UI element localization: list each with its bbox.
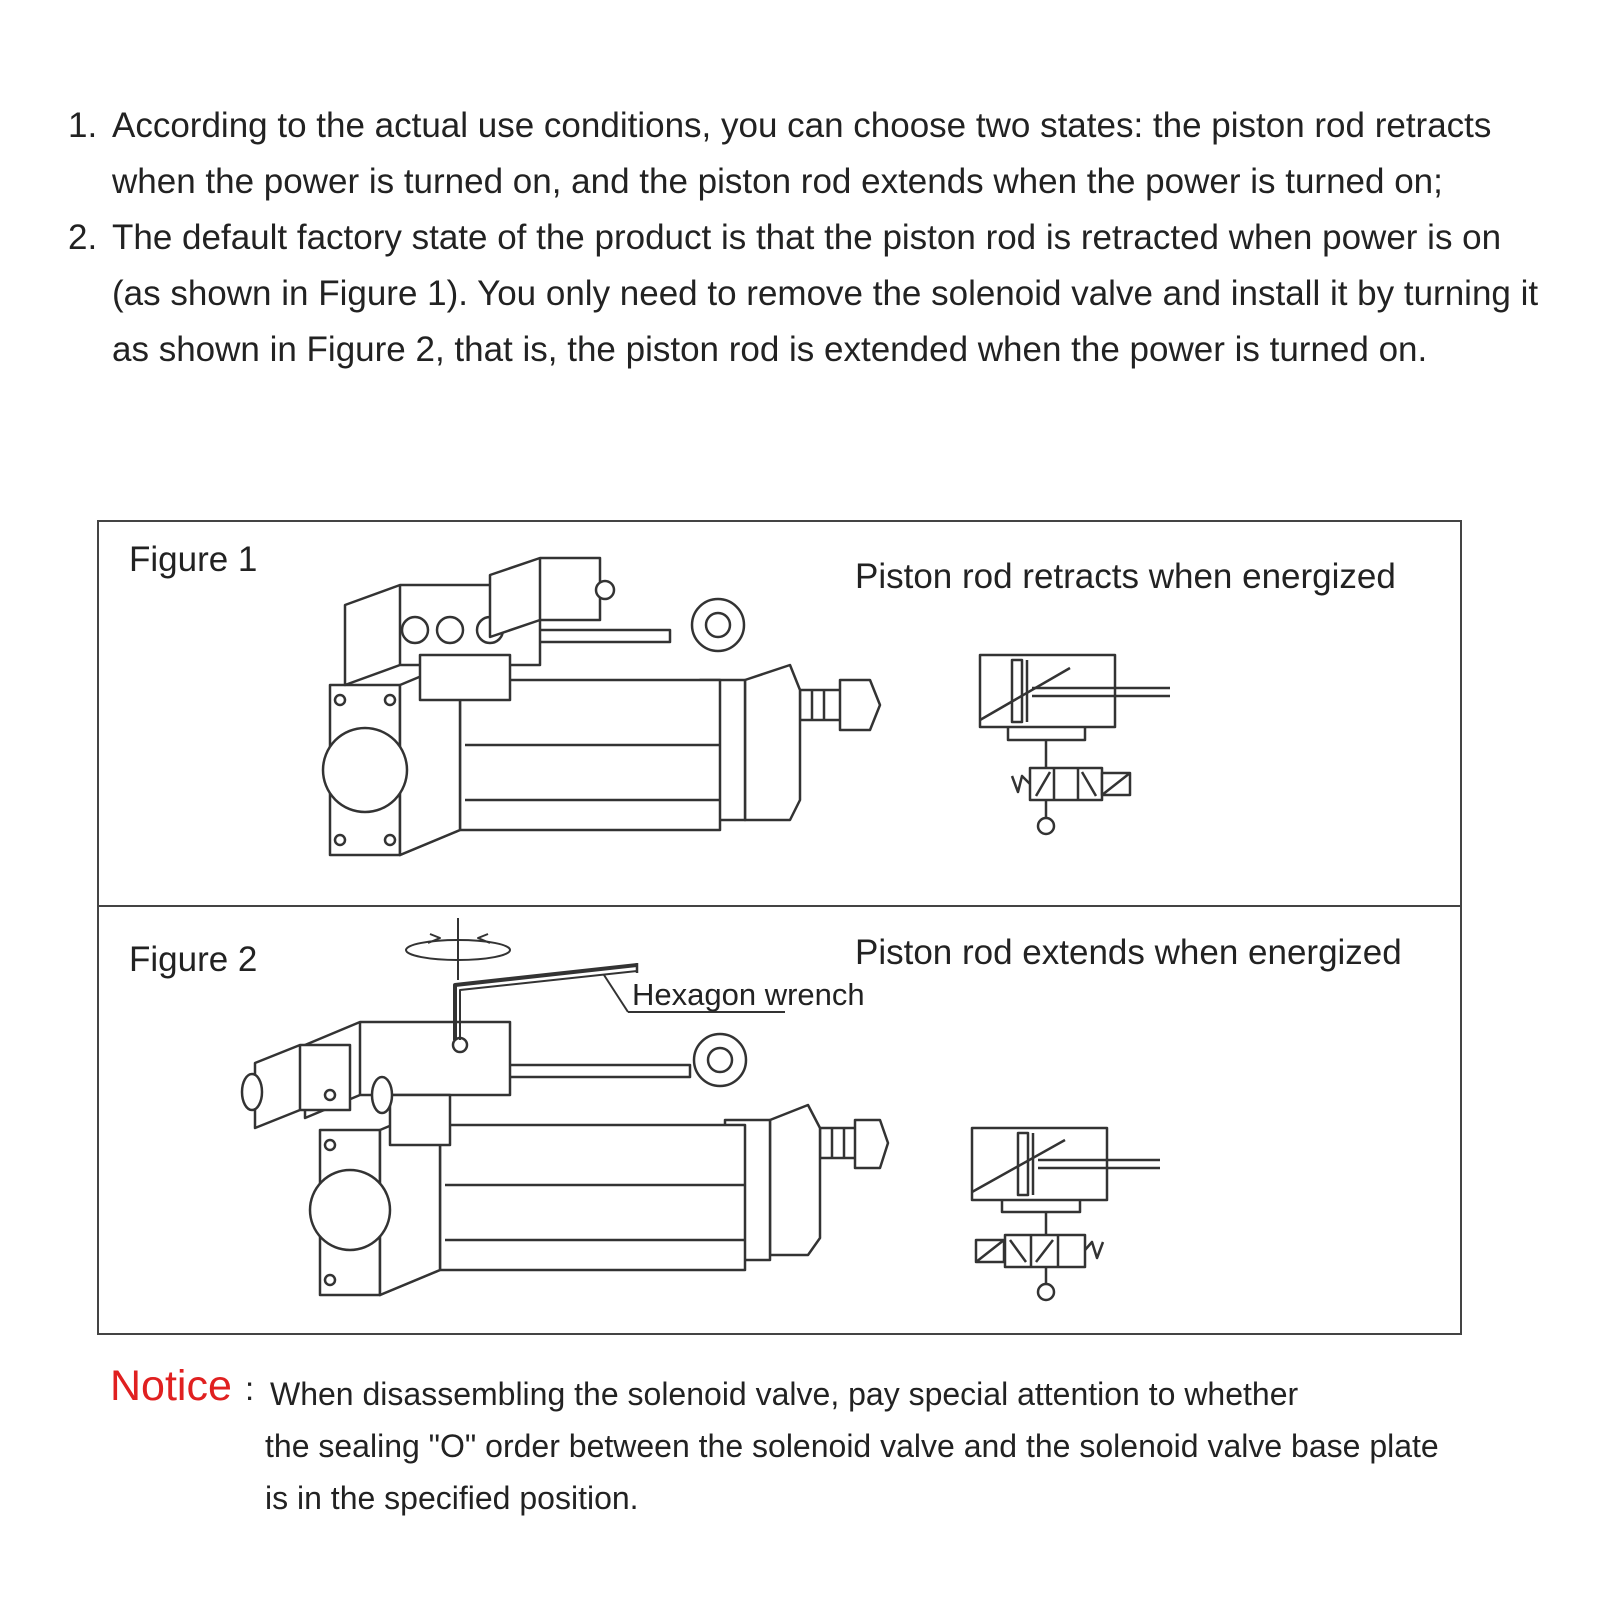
instruction-item: 2. The default factory state of the prod…: [68, 210, 1548, 378]
notice-line: is in the specified position.: [265, 1480, 639, 1516]
hexagon-wrench-label: Hexagon wrench: [632, 977, 865, 1012]
instruction-item: 1. According to the actual use condition…: [68, 98, 1548, 210]
figure2-label: Figure 2: [129, 940, 258, 979]
figure-panel: [97, 520, 1462, 1335]
figure2-state-label: Piston rod extends when energized: [855, 933, 1402, 972]
notice-colon: :: [245, 1370, 255, 1407]
pneumatic-symbol-figure2: [970, 1126, 1160, 1302]
pneumatic-symbol-figure1: [978, 653, 1170, 836]
notice-line: the sealing "O" order between the soleno…: [265, 1428, 1439, 1464]
instruction-list: 1. According to the actual use condition…: [68, 98, 1548, 378]
figure1-state-label: Piston rod retracts when energized: [855, 557, 1396, 596]
instruction-text: The default factory state of the product…: [112, 218, 1539, 369]
figure1-label: Figure 1: [129, 540, 258, 579]
cylinder-drawing-figure2: [240, 918, 890, 1297]
cylinder-drawing-figure1: [321, 556, 882, 857]
instruction-number: 2.: [68, 218, 98, 257]
notice-line: When disassembling the solenoid valve, p…: [270, 1376, 1299, 1412]
figure-divider: [97, 905, 1462, 907]
notice-text: When disassembling the solenoid valve, p…: [265, 1368, 1439, 1524]
instruction-text: According to the actual use conditions, …: [112, 106, 1492, 201]
instruction-number: 1.: [68, 106, 98, 145]
notice-title: Notice: [110, 1362, 232, 1410]
